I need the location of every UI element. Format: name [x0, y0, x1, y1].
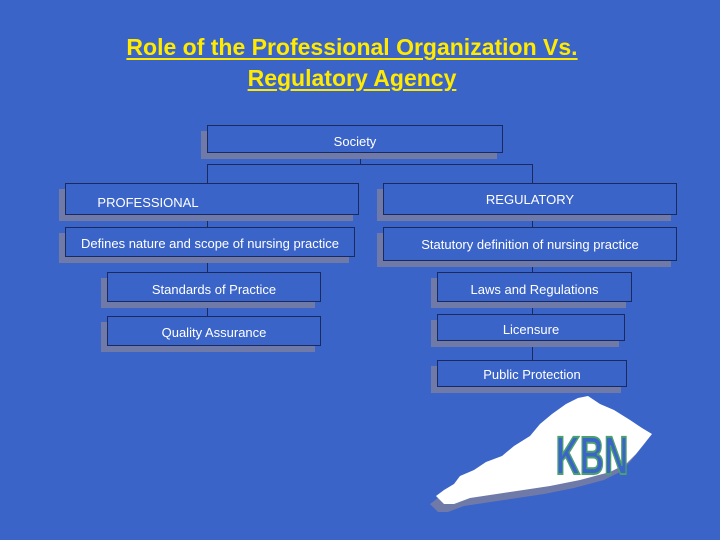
connector-branch-horizontal: [207, 164, 533, 165]
kbn-logo-text: KBN: [556, 425, 629, 486]
connector-branch-left: [207, 164, 208, 183]
node-quality-label: Quality Assurance: [161, 325, 267, 340]
node-licensure-label: Licensure: [502, 322, 560, 337]
kbn-logo: KBN: [430, 396, 652, 512]
slide-title-line-2: Regulatory Agency: [247, 65, 457, 91]
connector-society-down: [360, 153, 361, 165]
node-laws: Laws and Regulations: [437, 272, 632, 302]
kentucky-state-shape: [436, 396, 652, 504]
node-prof-definition-label: Defines nature and scope of nursing prac…: [81, 236, 339, 251]
node-society-label: Society: [333, 134, 377, 149]
node-regulatory: REGULATORY: [383, 183, 677, 215]
connector-branch-right: [532, 164, 533, 183]
node-professional-label: PROFESSIONAL: [97, 195, 199, 210]
node-standards: Standards of Practice: [107, 272, 321, 302]
node-regulatory-label: REGULATORY: [485, 192, 575, 207]
node-licensure: Licensure: [437, 314, 625, 341]
connector-left-spine: [207, 215, 208, 316]
slide-title: Role of the Professional Organization Vs…: [0, 32, 704, 94]
slide-title-line-1: Role of the Professional Organization Vs…: [126, 34, 578, 60]
node-society: Society: [207, 125, 503, 153]
node-reg-definition: Statutory definition of nursing practice: [383, 227, 677, 261]
node-public-protection: Public Protection: [437, 360, 627, 387]
node-reg-definition-label: Statutory definition of nursing practice: [421, 237, 639, 252]
node-public-protection-label: Public Protection: [483, 367, 581, 382]
node-laws-label: Laws and Regulations: [470, 282, 599, 297]
node-professional: PROFESSIONAL: [65, 183, 359, 215]
node-prof-definition: Defines nature and scope of nursing prac…: [65, 227, 355, 257]
node-standards-label: Standards of Practice: [151, 282, 277, 297]
node-quality: Quality Assurance: [107, 316, 321, 346]
